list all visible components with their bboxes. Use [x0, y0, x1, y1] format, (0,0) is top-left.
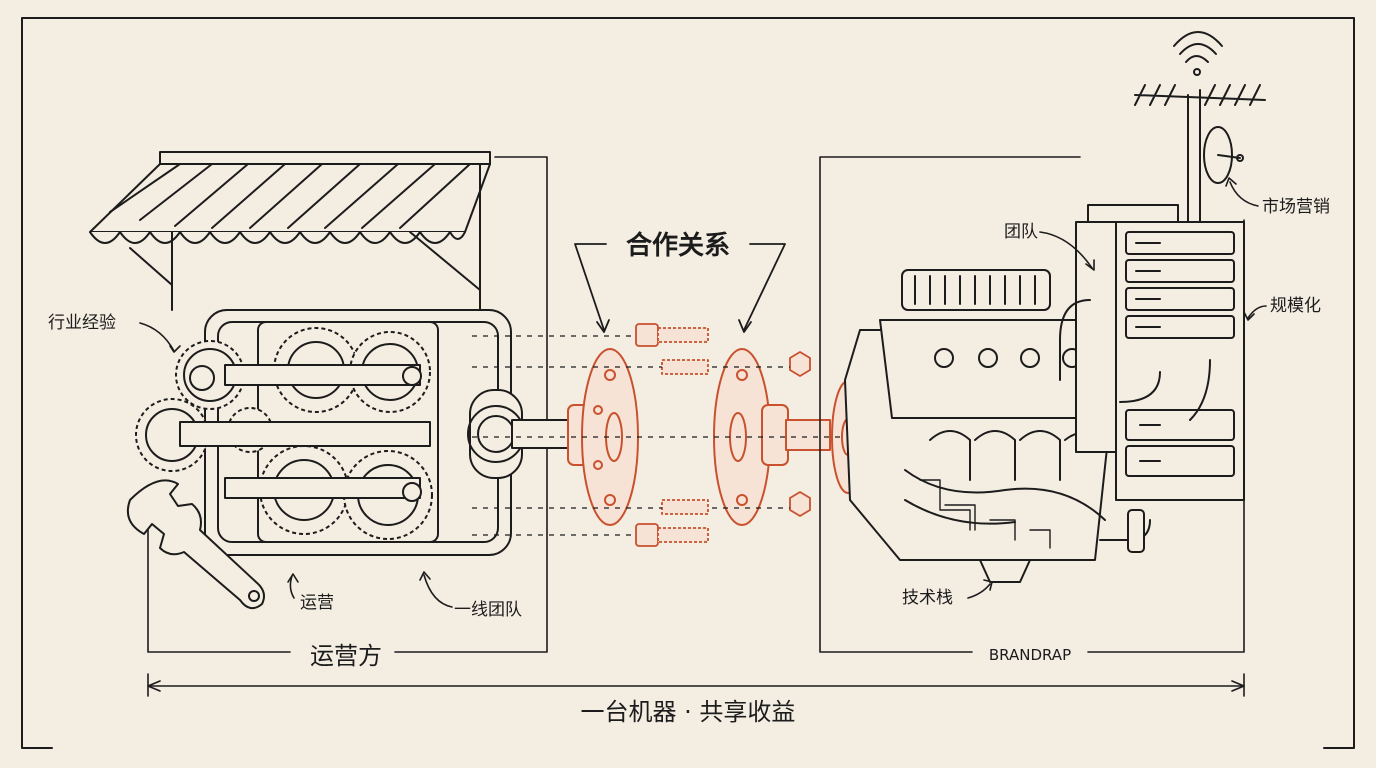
engine-icon — [844, 269, 1111, 583]
industry-experience-label: 行业经验 — [48, 313, 116, 333]
wrench-icon — [126, 479, 265, 610]
scale-label: 规模化 — [1270, 296, 1321, 316]
outer-frame — [21, 17, 1355, 749]
coupling-right-flange — [713, 348, 865, 526]
partnership-label: 合作关系 — [626, 230, 730, 261]
brand-label: BRANDRAP — [989, 646, 1071, 664]
antenna-icon — [1134, 31, 1266, 223]
operator-bracket — [147, 156, 548, 653]
bolt-icon — [635, 323, 811, 547]
team-label: 团队 — [1004, 222, 1038, 242]
awning-icon — [89, 151, 491, 311]
dimension-line — [147, 673, 1245, 697]
operations-label: 运营 — [300, 593, 334, 613]
operator-label: 运营方 — [310, 642, 382, 670]
frontline-team-label: 一线团队 — [454, 600, 522, 620]
marketing-label: 市场营销 — [1262, 197, 1330, 217]
tech-stack-label: 技术栈 — [902, 588, 953, 608]
alignment-guides — [472, 335, 840, 536]
footer-caption: 一台机器 · 共享收益 — [581, 698, 796, 726]
partnership-arrows — [574, 243, 786, 333]
label-leaders — [139, 177, 1267, 608]
server-rack-icon — [1059, 204, 1245, 553]
gear-icon — [135, 327, 433, 540]
drive-shaft — [467, 389, 583, 479]
coupling-left-flange — [567, 348, 639, 526]
